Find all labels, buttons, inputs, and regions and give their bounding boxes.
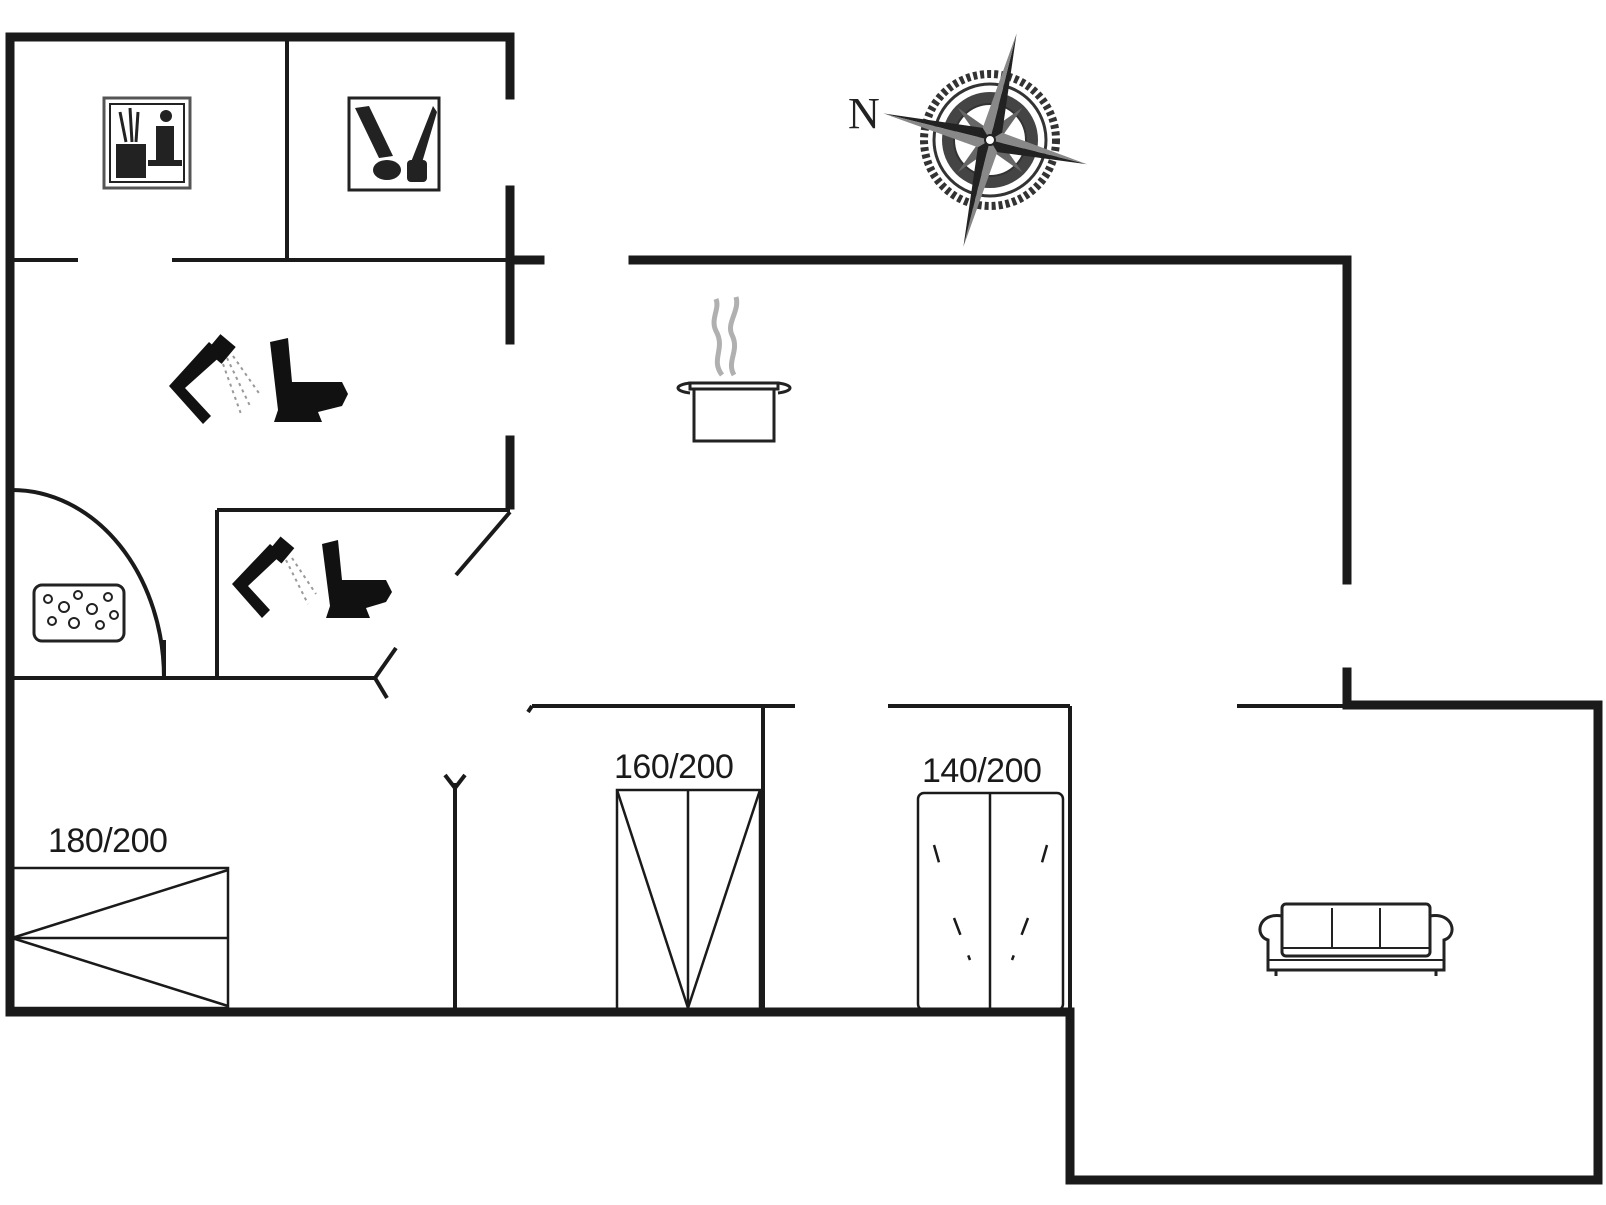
outer-walls	[5, 32, 1603, 1185]
sofa-icon	[1258, 902, 1454, 976]
shower-icon	[169, 334, 262, 424]
bed-middle-size-label: 160/200	[614, 748, 734, 786]
bed-left	[10, 866, 230, 1010]
whirlpool-icon	[32, 583, 126, 643]
compass-rose-icon	[883, 33, 1088, 247]
compass-north-label: N	[848, 89, 880, 138]
toilet-icon-small	[322, 540, 392, 618]
bed-right	[916, 791, 1065, 1012]
bed-right-size-label: 140/200	[922, 752, 1042, 790]
interior-walls	[10, 37, 1347, 1012]
bed-left-size-label: 180/200	[48, 822, 168, 860]
toilet-icon	[270, 338, 348, 422]
shower-icon-small	[232, 536, 317, 618]
cleaning-tools-icon	[347, 96, 441, 192]
bed-middle	[615, 788, 762, 1012]
washing-machine-icon	[102, 96, 192, 190]
cooking-pot-icon	[676, 296, 792, 443]
